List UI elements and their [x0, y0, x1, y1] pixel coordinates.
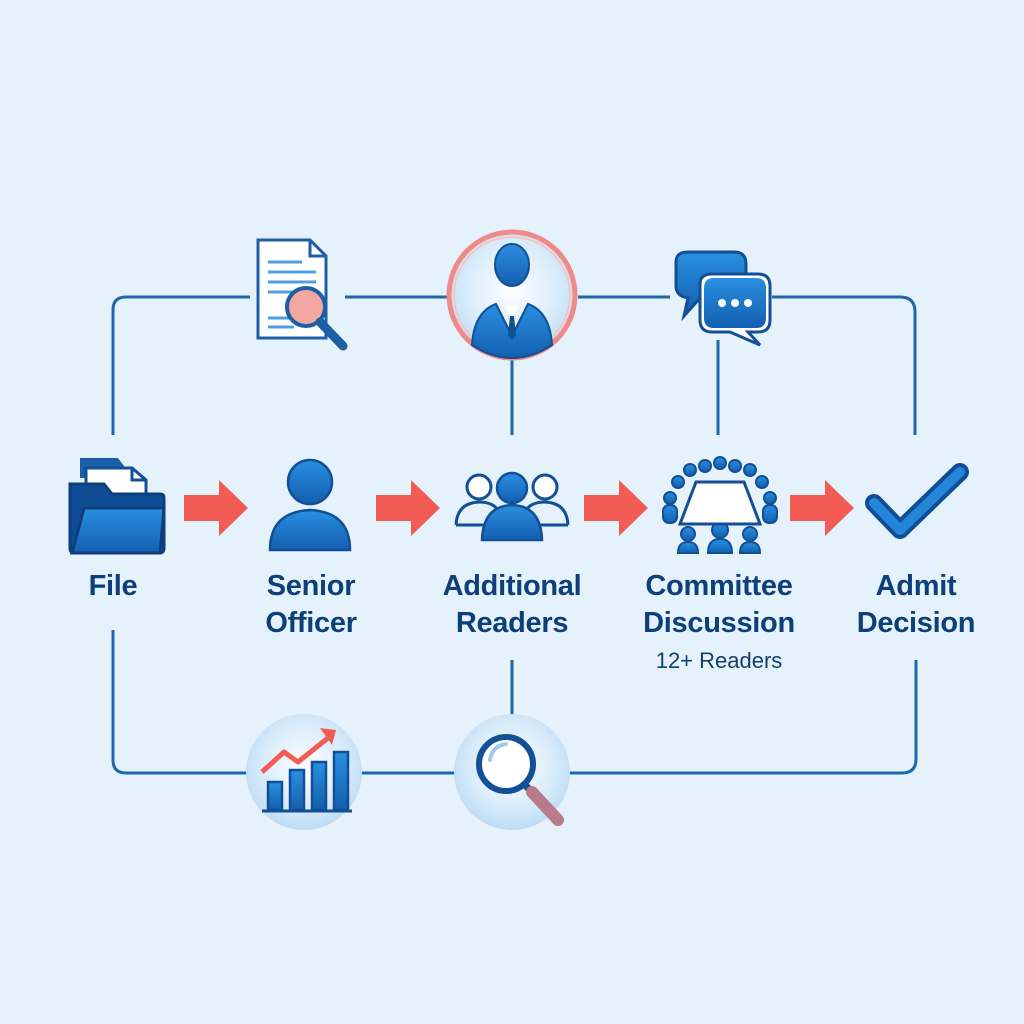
- folder-icon: [68, 458, 166, 555]
- person-icon: [268, 458, 352, 552]
- stage-label-senior-officer: Senior Officer: [211, 568, 411, 642]
- stage-label-line: Admit: [875, 570, 957, 602]
- flow-arrow-1: [184, 480, 248, 536]
- stage-label-line: Officer: [265, 607, 357, 639]
- bottom-connector-line-right: [570, 660, 918, 775]
- document-search-icon: [256, 238, 348, 351]
- stage-label-line: Readers: [455, 607, 569, 639]
- flow-arrow-4: [790, 480, 854, 536]
- top-connector-line-end: [772, 295, 917, 435]
- group-icon: [454, 471, 570, 542]
- top-connector-line: [111, 295, 250, 435]
- stage-label-file: File: [13, 568, 213, 605]
- connector-lines: [111, 295, 918, 775]
- stage-label-additional-readers: Additional Readers: [412, 568, 612, 642]
- chat-bubbles-icon: [674, 250, 772, 347]
- stage-label-line: File: [88, 570, 138, 602]
- stage-label-line: Committee: [645, 570, 793, 602]
- stage-label-committee-discussion: Committee Discussion: [619, 568, 819, 642]
- magnifier-icon: [454, 714, 570, 830]
- flow-arrow-3: [584, 480, 648, 536]
- flow-arrow-2: [376, 480, 440, 536]
- stage-label-line: Additional: [442, 570, 582, 602]
- committee-table-icon: [662, 456, 778, 554]
- stage-label-line: Discussion: [643, 607, 795, 639]
- bar-chart-icon: [246, 714, 362, 830]
- stage-label-line: Senior: [266, 570, 356, 602]
- flow-arrows: [184, 480, 854, 536]
- checkmark-icon: [865, 463, 969, 539]
- stage-label-admit-decision: Admit Decision: [816, 568, 1016, 642]
- stage-label-line: Decision: [856, 607, 976, 639]
- bottom-connector-line: [111, 630, 248, 775]
- businessman-icon: [446, 229, 578, 361]
- stage-sublabel-committee: 12+ Readers: [655, 648, 783, 673]
